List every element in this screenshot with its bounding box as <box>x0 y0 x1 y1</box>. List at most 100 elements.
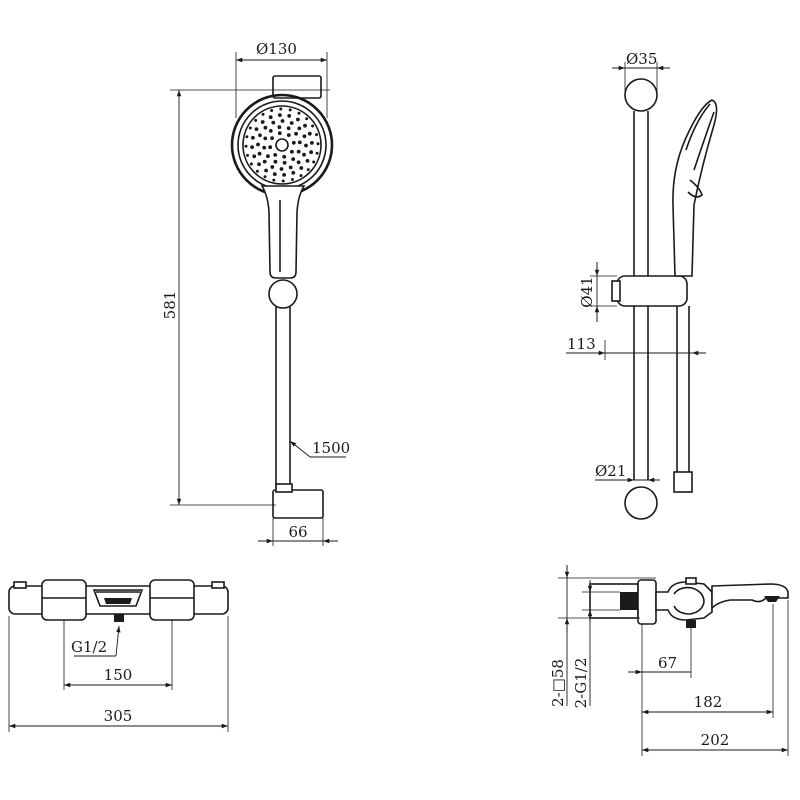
spray-nozzle <box>246 153 249 157</box>
spray-nozzle <box>270 165 275 169</box>
spray-nozzle <box>257 151 262 156</box>
dim-head-diameter: Ø130 <box>256 40 297 58</box>
spray-nozzle <box>294 131 298 136</box>
dim-depth-mid: 182 <box>694 693 723 711</box>
spray-nozzle <box>270 136 274 141</box>
spray-nozzle <box>296 117 300 122</box>
dim-mixer-length: 305 <box>104 707 133 725</box>
spray-nozzle <box>305 117 309 121</box>
spout <box>711 583 789 610</box>
hand-shower-profile <box>672 99 718 277</box>
spray-nozzle <box>262 159 267 164</box>
dim-depth-small: 67 <box>658 654 677 672</box>
spray-nozzle <box>254 118 258 122</box>
spray-nozzle <box>291 157 296 162</box>
spray-nozzle <box>297 140 302 145</box>
spray-nozzle <box>279 107 283 111</box>
spray-nozzle <box>309 150 313 155</box>
spray-nozzle <box>258 133 262 138</box>
spray-nozzle <box>289 121 294 125</box>
spray-nozzle <box>315 133 318 137</box>
spray-nozzle <box>302 152 306 157</box>
spray-nozzle <box>291 140 296 145</box>
spray-nozzle <box>310 141 314 145</box>
spray-nozzle <box>277 131 282 136</box>
spray-nozzle <box>268 115 273 120</box>
spray-nozzle <box>307 131 312 136</box>
spray-nozzle <box>296 160 301 165</box>
dim-bracket: Ø41 <box>578 276 596 307</box>
spray-nozzle <box>282 173 286 177</box>
spray-nozzle <box>250 145 255 150</box>
side-view-rail: Ø35 Ø41 113 Ø21 <box>566 50 718 520</box>
side-slider-bracket <box>616 275 688 307</box>
spray-nozzle <box>277 125 282 130</box>
spray-nozzle <box>315 151 319 155</box>
spray-nozzle <box>282 160 287 165</box>
spray-nozzle <box>268 145 273 150</box>
dim-rail-offset: 113 <box>567 335 596 353</box>
spray-nozzle <box>272 172 277 177</box>
spray-nozzle <box>251 135 255 140</box>
spray-nozzle <box>257 162 261 167</box>
spray-nozzle <box>312 160 316 164</box>
shower-head <box>230 93 334 197</box>
spray-nozzle <box>287 114 292 118</box>
spray-nozzle <box>255 169 259 173</box>
spray-nozzle <box>297 111 301 115</box>
spray-nozzle <box>291 170 296 175</box>
spray-nozzle <box>304 143 308 148</box>
spray-nozzle <box>288 108 292 112</box>
spray-nozzle <box>262 145 267 150</box>
dim-thread-left: G1/2 <box>71 638 107 656</box>
front-view-rail: Ø130 581 1500 66 <box>161 40 350 546</box>
spray-nozzle <box>278 113 282 117</box>
spray-nozzle <box>263 125 268 130</box>
spray-nozzle <box>316 142 320 146</box>
spray-nozzle <box>271 120 276 125</box>
spray-nozzle <box>279 167 284 171</box>
spray-nozzle <box>280 119 285 123</box>
spray-nozzle <box>268 129 273 133</box>
spray-nozzle <box>264 168 268 173</box>
mixer-side-view: 2-□58 2-G1/2 67 182 202 <box>549 565 789 756</box>
spray-nozzle <box>282 154 287 159</box>
spray-nozzle <box>252 154 257 159</box>
dim-square-spec: 2-□58 <box>549 659 567 707</box>
spray-nozzle <box>286 133 291 138</box>
spray-nozzle <box>290 149 294 154</box>
spray-nozzle <box>263 136 268 141</box>
spray-nozzle <box>299 174 303 178</box>
spray-nozzle <box>299 166 304 170</box>
rail-bottom-cap <box>624 486 658 520</box>
mixer-front-view: G1/2 150 305 <box>8 579 229 732</box>
spray-nozzle <box>245 135 249 139</box>
dim-depth-total: 202 <box>701 731 730 749</box>
spray-nozzle <box>305 159 310 163</box>
dim-bar-bottom: Ø21 <box>595 462 626 480</box>
dim-bottom-width: 66 <box>288 523 307 541</box>
spray-nozzle <box>311 124 315 128</box>
dim-inlet-spacing: 150 <box>104 666 133 684</box>
dim-thread-spec: 2-G1/2 <box>572 658 590 709</box>
spray-nozzle <box>244 144 248 148</box>
spray-nozzle <box>296 149 301 154</box>
spray-nozzle <box>286 126 291 131</box>
shower-handle <box>260 185 306 279</box>
spray-nozzle <box>261 112 265 116</box>
spray-nozzle <box>266 154 270 159</box>
spray-nozzle <box>263 175 267 179</box>
spray-nozzle <box>272 178 276 182</box>
dim-rail-height: 581 <box>161 291 179 320</box>
spray-nozzle <box>248 126 252 130</box>
spray-nozzle <box>256 142 260 147</box>
spray-nozzles <box>244 107 320 183</box>
spray-nozzle <box>249 162 253 166</box>
spray-nozzle <box>270 109 274 112</box>
spray-nozzle <box>306 168 310 172</box>
spray-nozzle <box>288 165 293 170</box>
spray-nozzle <box>302 134 307 139</box>
spray-nozzle <box>303 123 307 128</box>
spray-nozzle <box>260 120 265 124</box>
